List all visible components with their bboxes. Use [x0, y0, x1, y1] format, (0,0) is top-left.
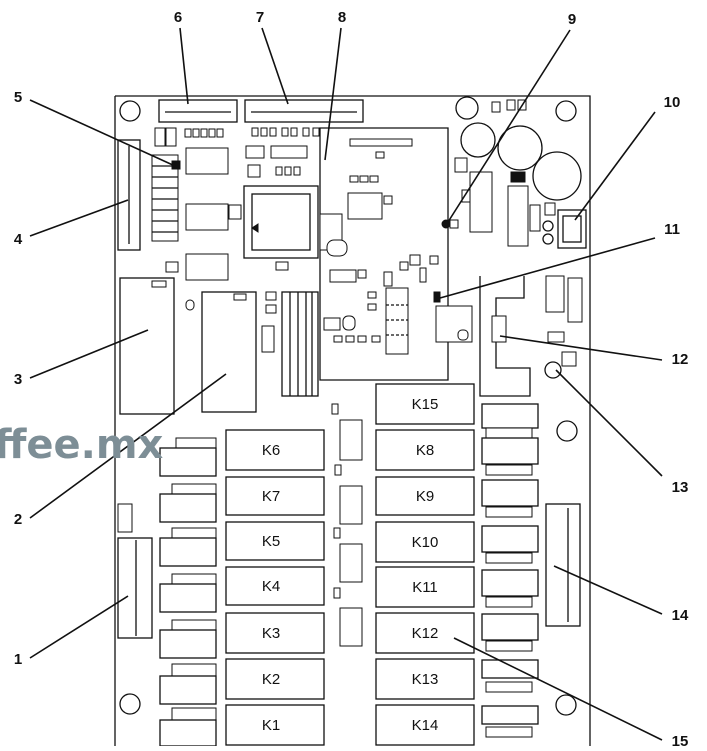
relay-label: K2 — [262, 671, 280, 688]
mounting-hole — [555, 694, 577, 716]
relay-boxes — [225, 383, 475, 746]
relay-k13 — [375, 658, 475, 700]
relay-k10 — [375, 521, 475, 563]
callout-label: 6 — [174, 9, 182, 26]
callout-label: 14 — [672, 607, 689, 624]
power-section — [454, 96, 582, 247]
resistor — [261, 325, 275, 353]
relay-k12 — [375, 612, 475, 654]
relay-k11 — [375, 566, 475, 608]
relay-label: K5 — [262, 533, 280, 550]
middle-small-components — [331, 403, 363, 647]
resistor — [265, 291, 277, 301]
callout-label: 7 — [256, 9, 264, 26]
callout-label: 8 — [338, 9, 346, 26]
component-12 — [491, 315, 507, 343]
daughter-board-components — [319, 138, 439, 355]
callout-numbers: 6 7 8 9 10 5 4 11 3 12 2 13 1 14 15 — [14, 9, 689, 750]
callout-label: 9 — [568, 11, 576, 28]
relay-label: K15 — [412, 396, 439, 413]
capacitor — [165, 261, 179, 273]
watermark-text: ffee.mx — [0, 422, 164, 468]
connector-7 — [244, 99, 364, 123]
header-strip — [281, 291, 319, 397]
resistor — [265, 304, 277, 314]
mounting-holes — [119, 100, 578, 716]
relay-label: K13 — [412, 671, 439, 688]
relay-label: K10 — [412, 534, 439, 551]
mounting-hole — [119, 100, 141, 122]
relay-label: K6 — [262, 442, 280, 459]
callout-label: 5 — [14, 89, 22, 106]
relay-label: K7 — [262, 488, 280, 505]
connector-6 — [158, 99, 238, 123]
relay-label: K14 — [412, 717, 439, 734]
resistor-array — [151, 154, 181, 242]
ic-2-notch — [233, 293, 247, 301]
relay-k2 — [225, 658, 325, 700]
mounting-hole — [556, 420, 578, 442]
relay-k6 — [225, 429, 325, 471]
relay-k15 — [375, 383, 475, 425]
relay-label: K12 — [412, 625, 439, 642]
relay-k5 — [225, 521, 325, 561]
relay-label: K4 — [262, 578, 280, 595]
connector-14 — [545, 503, 581, 627]
left-relay-column — [117, 437, 217, 747]
connector-10 — [542, 209, 587, 249]
component-9 — [449, 219, 459, 229]
ic-chip — [185, 147, 229, 175]
microcontroller — [243, 185, 319, 259]
daughter-board-8 — [319, 127, 449, 381]
ic-3 — [119, 277, 175, 415]
relay-k14 — [375, 704, 475, 746]
callout-label: 4 — [14, 231, 23, 248]
mounting-hole — [119, 693, 141, 715]
relay-label: K9 — [416, 488, 434, 505]
ic-2 — [201, 291, 257, 413]
ic-chip — [185, 203, 229, 231]
relay-label: K8 — [416, 442, 434, 459]
capacitor — [185, 299, 195, 311]
callout-label: 1 — [14, 651, 22, 668]
middle-right-components — [433, 275, 583, 397]
relay-k4 — [225, 566, 325, 606]
relay-k8 — [375, 429, 475, 471]
callout-label: 12 — [672, 351, 689, 368]
callout-label: 13 — [672, 479, 689, 496]
relay-labels: K6 K7 K5 K4 K3 K2 K1 K15 K8 K9 K10 K11 K… — [262, 396, 439, 734]
callout-label: 11 — [664, 221, 680, 238]
mounting-hole — [555, 100, 577, 122]
relay-k9 — [375, 476, 475, 516]
callout-label: 3 — [14, 371, 22, 388]
ic-3-notch — [151, 280, 167, 288]
relay-k7 — [225, 476, 325, 516]
right-relay-column — [481, 403, 539, 738]
relay-label: K1 — [262, 717, 280, 734]
component-13 — [544, 361, 562, 379]
relay-k3 — [225, 612, 325, 654]
ic-chip — [185, 253, 229, 281]
relay-label: K11 — [412, 579, 438, 596]
connector-1 — [117, 537, 153, 639]
capacitor — [228, 204, 242, 220]
leader-lines — [29, 27, 663, 741]
relay-label: K3 — [262, 625, 280, 642]
callout-label: 2 — [14, 511, 22, 528]
relay-k1 — [225, 704, 325, 746]
callout-label: 10 — [664, 94, 681, 111]
resistor — [275, 261, 289, 271]
top-left-components — [154, 127, 320, 178]
callout-label: 15 — [672, 733, 689, 746]
